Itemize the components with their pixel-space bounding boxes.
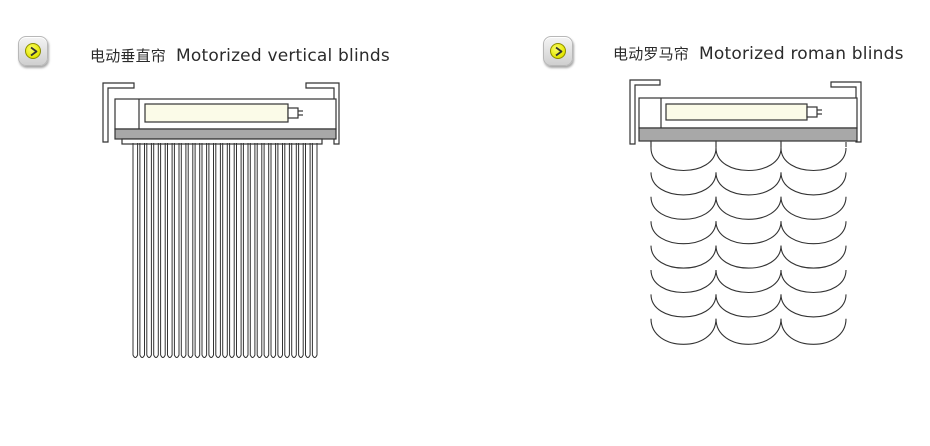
roman-fold: [715, 318, 782, 345]
vertical-blinds-play-button[interactable]: [18, 36, 48, 66]
bottom-rail: [114, 128, 337, 140]
vane: [208, 143, 214, 358]
roman-fold: [780, 318, 847, 345]
vane: [277, 143, 283, 358]
roman-blinds-title-zh: 电动罗马帘: [613, 45, 690, 63]
motor-end-cap: [806, 106, 818, 118]
roman-fold: [780, 221, 847, 245]
vertical-blinds-diagram: [102, 82, 340, 358]
vane: [167, 143, 173, 358]
vertical-blinds-panel: 电动垂直帘 Motorized vertical blinds: [18, 36, 390, 358]
roman-fold: [650, 147, 717, 172]
vane: [139, 143, 145, 358]
right-mounting-bracket: [830, 81, 862, 143]
play-icon: [550, 43, 566, 59]
left-mounting-bracket: [629, 79, 661, 145]
roman-fold: [715, 269, 782, 294]
roman-fold: [715, 196, 782, 220]
roman-fold: [650, 172, 717, 196]
roman-fold: [715, 294, 782, 318]
roman-blinds-title: 电动罗马帘 Motorized roman blinds: [613, 43, 904, 64]
vane: [201, 143, 208, 358]
roman-fold: [650, 245, 717, 269]
vane: [249, 143, 256, 358]
vertical-blinds-title-zh: 电动垂直帘: [90, 47, 167, 65]
vane: [194, 143, 201, 358]
vane: [160, 143, 166, 358]
roman-blinds-play-button[interactable]: [543, 36, 573, 66]
roman-fold: [650, 294, 717, 318]
roman-blinds-panel: 电动罗马帘 Motorized roman blinds: [465, 0, 930, 446]
vane: [256, 143, 263, 358]
vane: [173, 143, 180, 358]
motor-tube: [665, 103, 808, 121]
roman-folds: [650, 140, 847, 345]
roman-fold: [780, 269, 847, 294]
vane: [311, 143, 318, 358]
roman-fold: [780, 196, 847, 220]
vertical-blinds-title-en: Motorized vertical blinds: [176, 46, 390, 66]
roman-fold: [780, 172, 847, 196]
roman-fold: [650, 221, 717, 245]
vane: [215, 143, 221, 358]
roman-blinds-diagram: [629, 79, 862, 345]
vertical-blinds-title: 电动垂直帘 Motorized vertical blinds: [90, 45, 390, 66]
vane: [298, 143, 304, 358]
motor-tube: [144, 103, 289, 123]
roman-fold: [650, 318, 717, 345]
vane: [180, 143, 187, 358]
vane: [242, 143, 249, 358]
vane: [187, 143, 194, 358]
roman-fold: [715, 221, 782, 245]
roman-blinds-title-en: Motorized roman blinds: [699, 44, 904, 64]
vane: [270, 143, 277, 358]
roman-fold: [780, 245, 847, 269]
hanger-strip: [121, 138, 323, 145]
vane: [132, 143, 139, 358]
roman-fold: [715, 147, 782, 172]
vane: [291, 143, 297, 358]
vane: [222, 143, 228, 358]
roman-fold: [780, 294, 847, 318]
vane: [284, 143, 290, 358]
vane: [236, 143, 242, 358]
vane: [263, 143, 270, 358]
bottom-rail: [638, 127, 858, 142]
vane: [146, 143, 152, 358]
roman-fold: [650, 269, 717, 294]
vane: [305, 143, 311, 358]
left-mounting-bracket: [102, 82, 135, 143]
vane: [229, 143, 235, 358]
roman-fold: [650, 196, 717, 220]
vertical-vanes: [132, 143, 318, 358]
vane: [153, 143, 159, 358]
roman-fold: [715, 172, 782, 196]
roman-fold: [715, 245, 782, 269]
play-icon: [25, 43, 41, 59]
roman-fold: [780, 147, 847, 172]
motor-end-cap: [287, 107, 299, 119]
